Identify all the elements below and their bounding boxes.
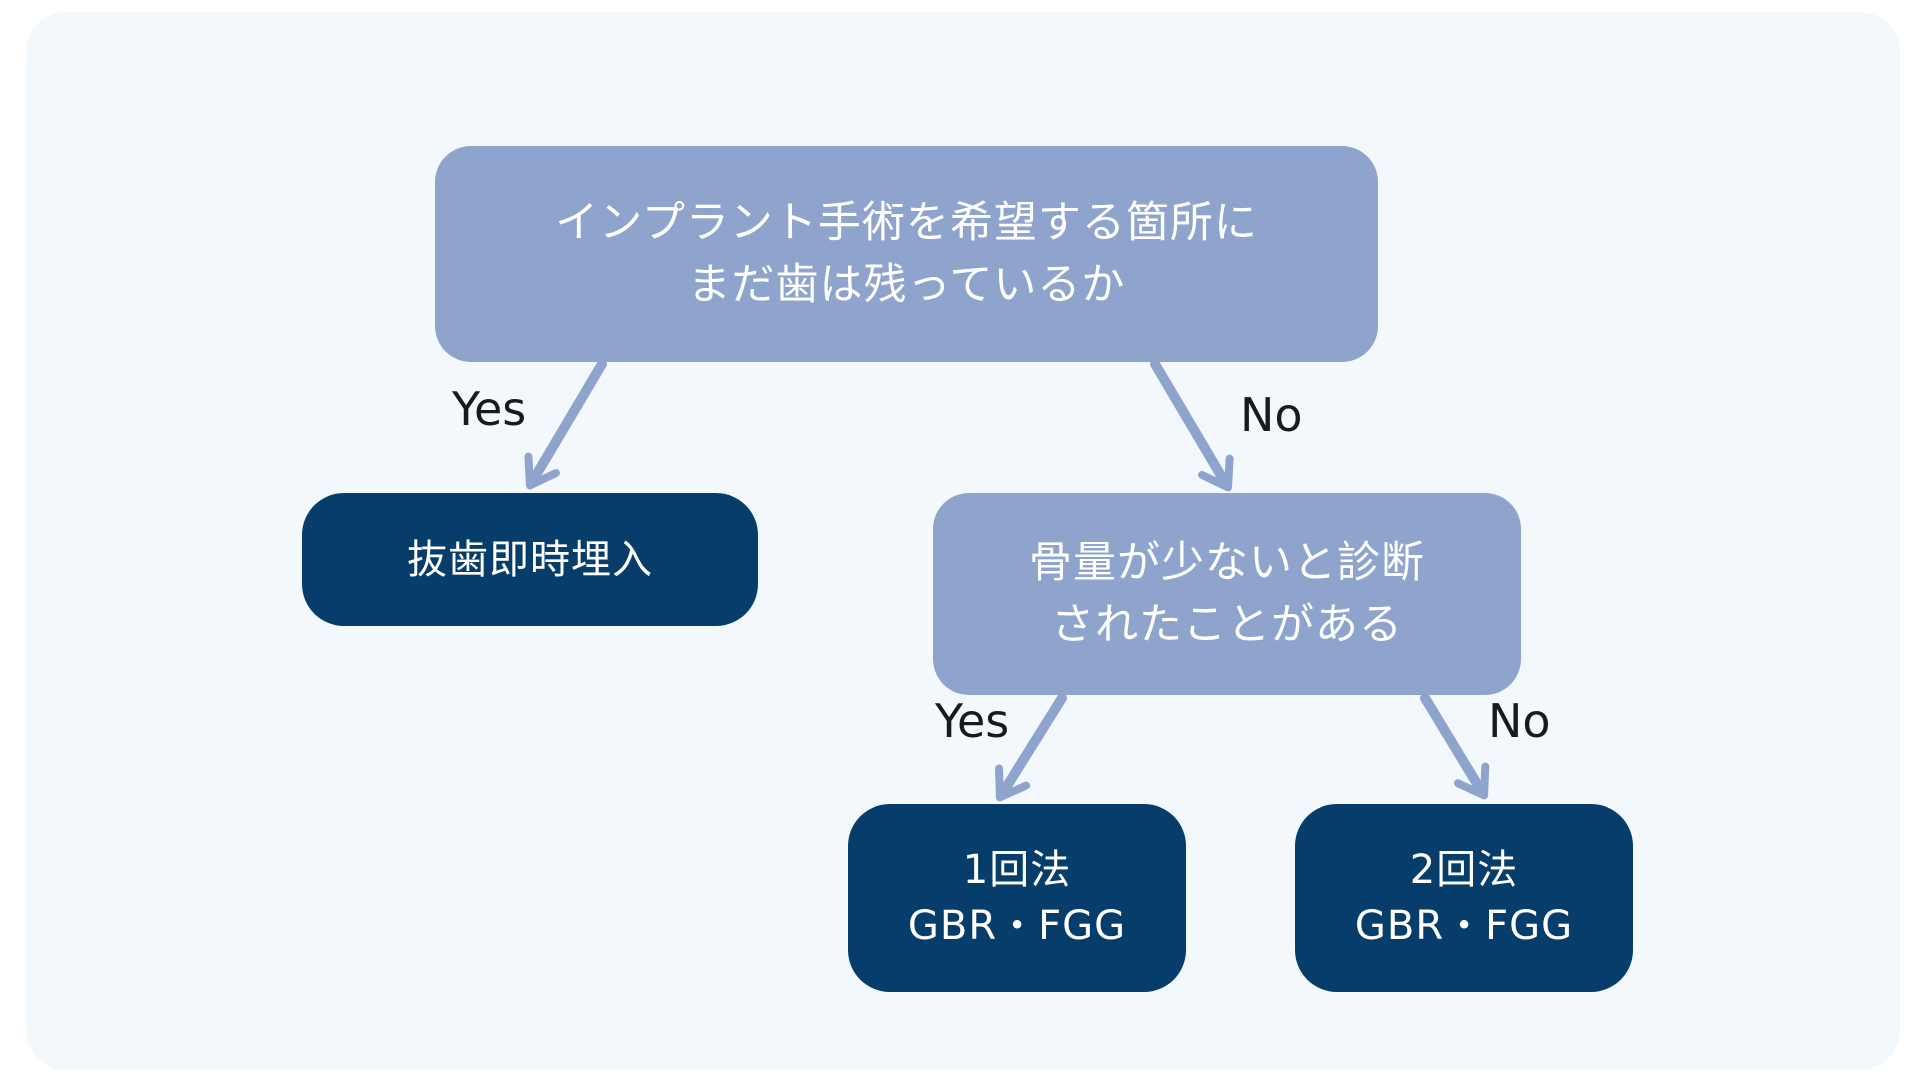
question-low-bone: 骨量が少ないと診断 されたことがある [933, 493, 1521, 695]
outcome-two-stage-line1: 2回法 [1409, 847, 1519, 893]
outcome-immediate-implant: 抜歯即時埋入 [302, 493, 758, 626]
label-bone-yes: Yes [935, 694, 1010, 748]
question-remaining-tooth: インプラント手術を希望する箇所に まだ歯は残っているか [435, 146, 1378, 362]
question-low-bone-line2: されたことがある [1051, 600, 1403, 650]
question-low-bone-line1: 骨量が少ないと診断 [1029, 538, 1425, 588]
label-root-yes: Yes [452, 382, 527, 436]
arrow-root-no [1150, 359, 1234, 492]
question-remaining-tooth-line2: まだ歯は残っているか [687, 260, 1126, 310]
arrow-root-yes [524, 359, 607, 490]
question-remaining-tooth-line1: インプラント手術を希望する箇所に [555, 198, 1258, 248]
outcome-one-stage-line2: GBR・FGG [907, 903, 1127, 949]
outcome-one-stage-line1: 1回法 [962, 847, 1072, 893]
outcome-two-stage-line2: GBR・FGG [1354, 903, 1574, 949]
outcome-one-stage: 1回法 GBR・FGG [848, 804, 1186, 992]
arrow-bone-no [1420, 693, 1490, 800]
arrow-bone-yes [995, 693, 1067, 802]
outcome-immediate-implant-label: 抜歯即時埋入 [407, 536, 653, 583]
outcome-two-stage: 2回法 GBR・FGG [1295, 804, 1633, 992]
label-root-no: No [1240, 388, 1303, 442]
label-bone-no: No [1488, 694, 1551, 748]
